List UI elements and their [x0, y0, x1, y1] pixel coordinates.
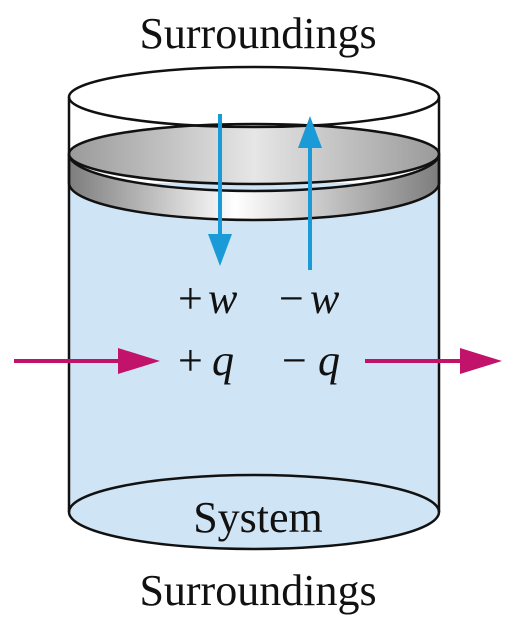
plus-w-sign: + — [178, 274, 203, 323]
piston-top — [67, 122, 441, 186]
heat-in-arrow — [14, 348, 160, 374]
surroundings-bottom-label: Surroundings — [139, 566, 376, 615]
surroundings-top-label: Surroundings — [139, 9, 376, 58]
work-in-arrow — [208, 114, 232, 266]
minus-w-sign: − — [279, 274, 304, 323]
minus-q-sign: − — [282, 336, 307, 385]
plus-q-sign: + — [178, 336, 203, 385]
heat-out-arrow — [365, 348, 502, 374]
liquid-body — [69, 183, 439, 549]
minus-q-var: q — [318, 336, 340, 385]
system-label: System — [193, 493, 323, 542]
plus-q-var: q — [212, 336, 234, 385]
work-out-arrow — [298, 116, 322, 270]
cylinder-rim — [67, 65, 441, 129]
minus-w-var: w — [310, 274, 340, 323]
plus-w-var: w — [208, 274, 238, 323]
